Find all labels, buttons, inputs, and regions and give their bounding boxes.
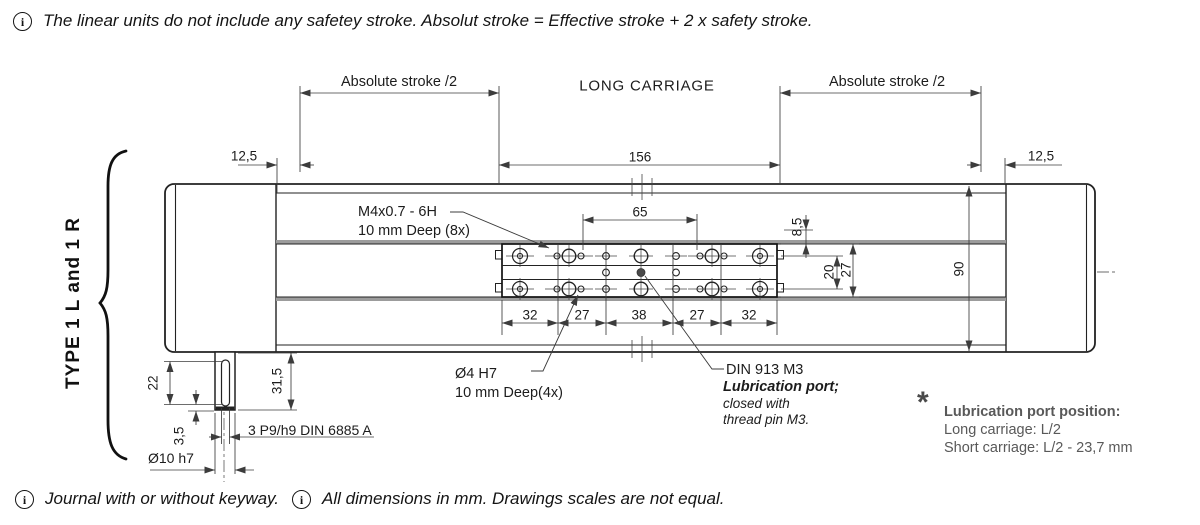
dowel-callout-line2: 10 mm Deep(4x): [455, 385, 563, 401]
dim-segment-1: 32: [522, 307, 538, 323]
dim-hole-span: 65: [632, 204, 648, 220]
thread-callout-line2: 10 mm Deep (8x): [358, 223, 471, 239]
lube-callout-line3: closed with: [723, 396, 790, 411]
dim-carriage-length: 156: [628, 149, 652, 165]
extension-lines: [164, 86, 1006, 474]
footnote-line2: Short carriage: L/2 - 23,7 mm: [944, 440, 1133, 456]
top-note-text: The linear units do not include any safe…: [43, 11, 813, 30]
type-label: TYPE 1 L and 1 R: [63, 217, 84, 389]
m4-thread-holes: [561, 248, 720, 297]
top-note: i The linear units do not include any sa…: [13, 11, 812, 31]
footnote-title: Lubrication port position:: [944, 404, 1121, 420]
carriage-title: LONG CARRIAGE: [579, 77, 715, 95]
keyway-spec: 3 P9/h9 DIN 6885 A: [248, 422, 372, 438]
dim-body-height: 90: [951, 261, 967, 277]
dimension-lines: [150, 89, 1062, 474]
dim-keyway-end-offset: 3,5: [171, 426, 187, 446]
journal-diameter: Ø10 h7: [148, 450, 194, 466]
stroke-left-label: Absolute stroke /2: [340, 74, 458, 90]
lubrication-port-hole: [636, 268, 646, 277]
dim-segment-2: 27: [574, 307, 590, 323]
lube-callout-line1: DIN 913 M3: [726, 362, 804, 378]
bottom-note-left-text: Journal with or without keyway.: [45, 489, 280, 508]
lube-callout-line4: thread pin M3.: [723, 412, 810, 427]
dim-segment-4: 27: [689, 307, 705, 323]
info-icon: i: [292, 490, 311, 509]
dim-row-spacing: 20: [821, 264, 837, 280]
info-icon: i: [15, 490, 34, 509]
dim-offset-left: 12,5: [230, 148, 258, 164]
dowel-callout-line1: Ø4 H7: [455, 366, 497, 382]
dim-carriage-height: 27: [838, 262, 854, 278]
bottom-note-right-text: All dimensions in mm. Drawings scales ar…: [322, 489, 725, 508]
dim-offset-right: 12,5: [1027, 148, 1055, 164]
dim-segment-5: 32: [741, 307, 757, 323]
footnote-line1: Long carriage: L/2: [944, 422, 1061, 438]
center-marks: [631, 174, 653, 362]
bottom-note-left: i Journal with or without keyway.: [15, 489, 279, 509]
leader-lines: [450, 211, 724, 372]
dim-top-clearance: 8,5: [789, 217, 805, 237]
footnote-marker: *: [917, 386, 929, 419]
stroke-right-label: Absolute stroke /2: [828, 74, 946, 90]
dim-keyway-length: 22: [145, 375, 161, 391]
info-icon: i: [13, 12, 32, 31]
thread-callout-line1: M4x0.7 - 6H: [358, 204, 437, 220]
type-brace: [98, 149, 128, 461]
journal-shaft: [214, 351, 236, 411]
dowel-reference-holes: [511, 247, 769, 298]
bottom-note-right: i All dimensions in mm. Drawings scales …: [292, 489, 725, 509]
dim-journal-length: 31,5: [269, 367, 285, 395]
dim-segment-3: 38: [631, 307, 647, 323]
lube-callout-line2: Lubrication port;: [723, 379, 839, 395]
